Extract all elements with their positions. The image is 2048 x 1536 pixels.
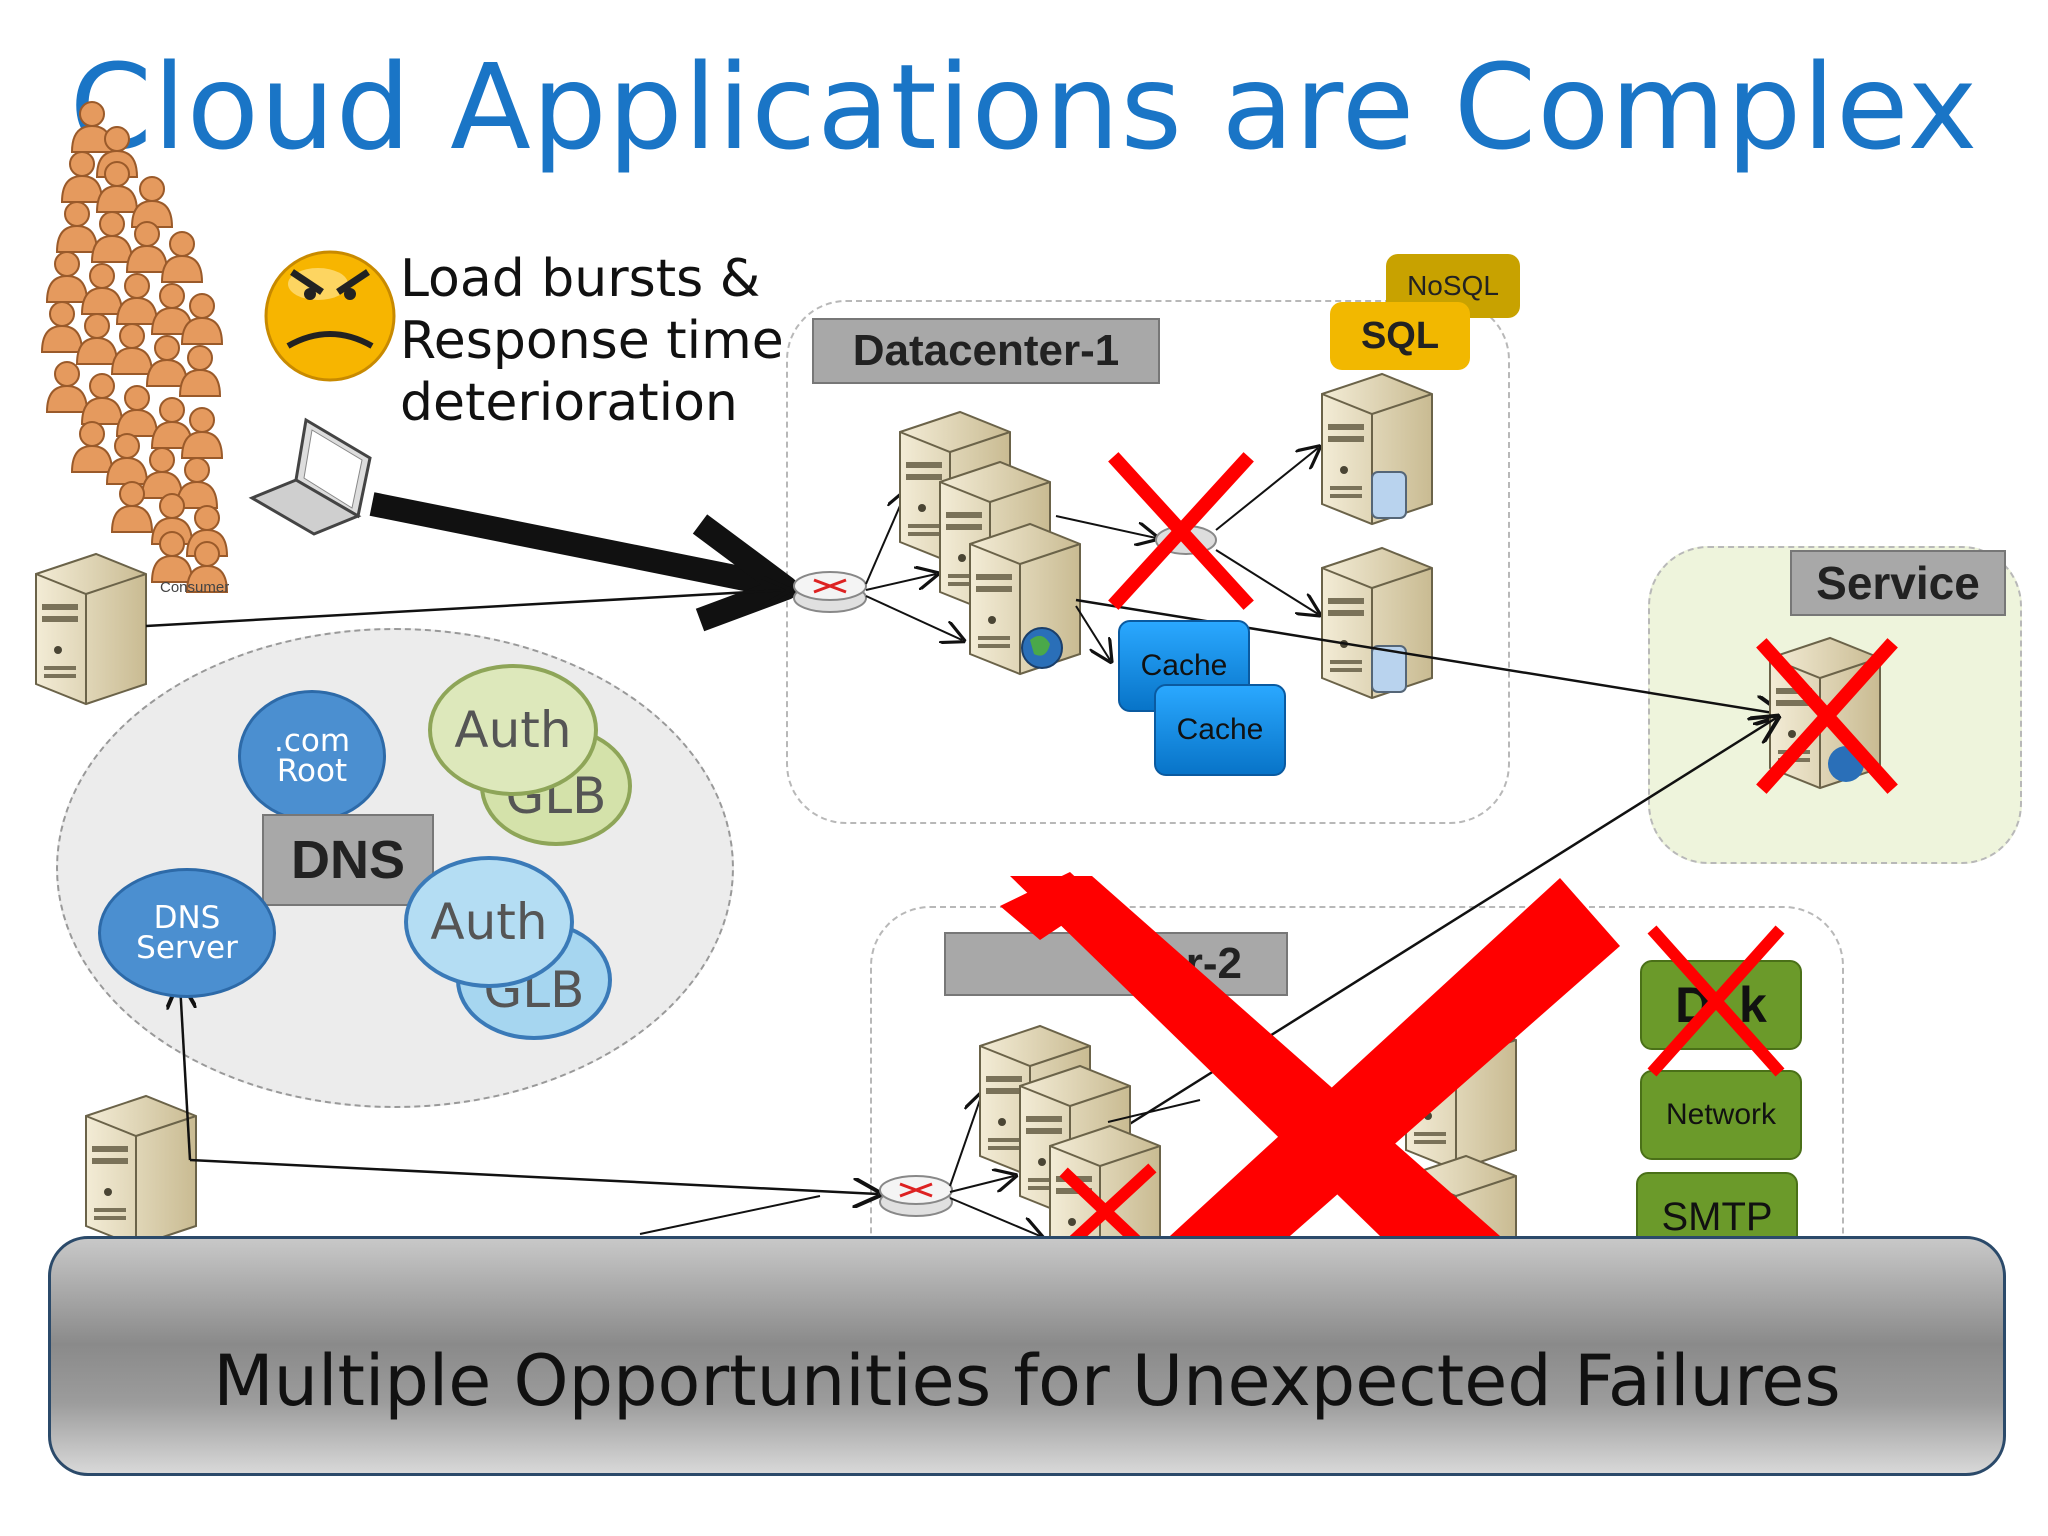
auth-green-node: Auth [428,664,598,796]
slide-title: Cloud Applications are Complex [69,38,1979,176]
failure-x-icon-lb [1108,452,1254,610]
dns-root-node: .com Root [238,690,386,822]
failure-x-icon-datacenter-2 [1000,872,1620,1236]
consumer-label: Consumer [160,579,229,596]
datacenter-1-label: Datacenter-1 [812,318,1160,384]
sql-tag: SQL [1330,302,1470,370]
failure-x-icon-disk [1647,925,1785,1077]
failure-x-icon-service [1756,638,1898,794]
angry-face-icon [264,250,396,382]
bottom-banner: Multiple Opportunities for Unexpected Fa… [48,1236,2006,1476]
network-tag: Network [1640,1070,1802,1160]
load-arrow [369,492,783,598]
dns-server-node: DNS Server [98,868,276,998]
load-text-line-1: Load bursts & [400,249,761,309]
auth-blue-node: Auth [404,856,574,988]
load-burst-text: Load bursts & Response time deterioratio… [400,248,784,434]
load-text-line-2: Response time [400,311,784,371]
load-text-line-3: deterioration [400,373,738,433]
failure-x-icon-dc2-server [1059,1163,1157,1253]
service-label: Service [1790,550,2006,616]
cache-tag-2: Cache [1154,684,1286,776]
banner-text: Multiple Opportunities for Unexpected Fa… [213,1340,1841,1422]
dns-label: DNS [262,814,434,906]
laptop-icon [248,417,372,536]
